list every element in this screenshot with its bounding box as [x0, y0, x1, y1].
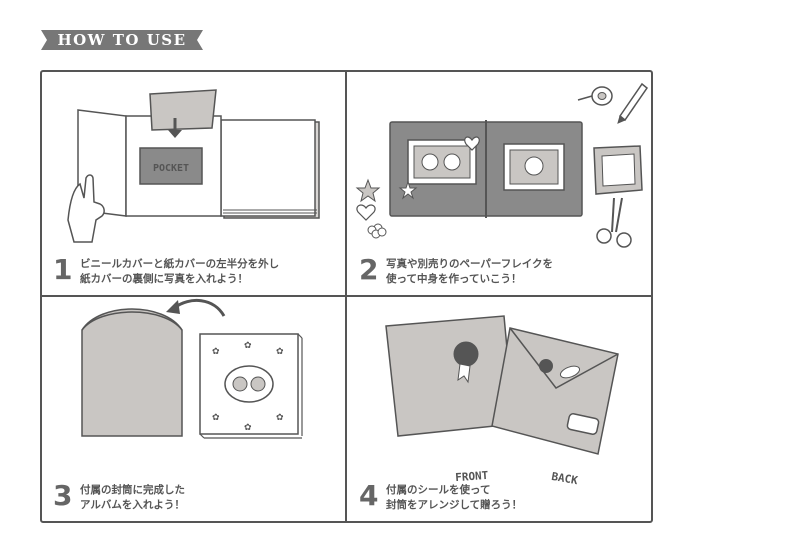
- step-2-description: 写真や別売りのペーパーフレイクを 使って中身を作っていこう！: [386, 257, 553, 287]
- svg-text:✿: ✿: [276, 413, 284, 423]
- steps-grid: POCKET 1 ビニールカバーと紙カバーの左半分を外し 紙カバーの裏側に写真を…: [40, 70, 653, 523]
- step-1-panel: POCKET 1 ビニールカバーと紙カバーの左半分を外し 紙カバーの裏側に写真を…: [40, 70, 346, 296]
- step-4-description: 付属のシールを使って 封筒をアレンジして贈ろう！: [386, 483, 522, 513]
- page-title: HOW TO USE: [57, 31, 187, 49]
- svg-text:✿: ✿: [212, 347, 220, 357]
- step-4-line-2: 封筒をアレンジして贈ろう！: [386, 499, 523, 511]
- banner-shape: [41, 30, 203, 50]
- step-1-description: ビニールカバーと紙カバーの左半分を外し 紙カバーの裏側に写真を入れよう！: [80, 257, 279, 287]
- step-3-number: 3: [53, 479, 73, 512]
- step-4-illustration: FRONT BACK: [385, 315, 619, 487]
- step-1-line-1: ビニールカバーと紙カバーの左半分を外し: [80, 258, 280, 270]
- back-label: BACK: [550, 470, 579, 487]
- step-3-line-2: アルバムを入れよう！: [80, 499, 185, 511]
- step-2-number: 2: [359, 253, 379, 286]
- step-2-panel: 2 写真や別売りのペーパーフレイクを 使って中身を作っていこう！: [346, 70, 653, 296]
- step-3-line-1: 付属の封筒に完成した: [80, 484, 185, 496]
- step-2-line-1: 写真や別売りのペーパーフレイクを: [386, 258, 554, 270]
- step-1-number: 1: [53, 253, 73, 286]
- step-4-line-1: 付属のシールを使って: [386, 484, 491, 496]
- step-4-number: 4: [359, 479, 379, 512]
- how-to-use-banner: HOW TO USE: [41, 30, 203, 50]
- step-2-line-2: 使って中身を作っていこう！: [386, 273, 522, 285]
- front-label: FRONT: [455, 469, 489, 484]
- svg-text:✿: ✿: [244, 423, 252, 433]
- grid-frame: [40, 70, 653, 523]
- step-2-illustration: [355, 82, 649, 248]
- step-3-description: 付属の封筒に完成した アルバムを入れよう！: [80, 483, 185, 513]
- svg-text:✿: ✿: [212, 413, 220, 423]
- step-1-illustration: POCKET: [67, 89, 320, 243]
- pocket-label: POCKET: [153, 163, 189, 174]
- step-3-illustration: ✿ ✿ ✿ ✿ ✿ ✿: [81, 298, 303, 439]
- svg-text:✿: ✿: [244, 341, 252, 351]
- step-4-panel: FRONT BACK 4 付属のシールを使って 封筒をアレンジして贈ろう！: [346, 296, 653, 523]
- svg-text:✿: ✿: [276, 347, 284, 357]
- step-3-panel: ✿ ✿ ✿ ✿ ✿ ✿ 3 付属の封筒に完成した アルバムを入れよう！: [40, 296, 346, 523]
- step-1-line-2: 紙カバーの裏側に写真を入れよう！: [80, 273, 248, 285]
